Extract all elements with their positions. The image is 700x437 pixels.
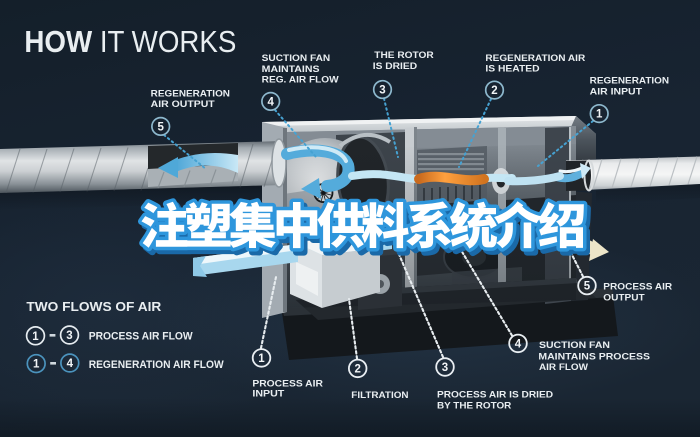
svg-text:SUCTION FAN: SUCTION FAN: [539, 339, 610, 350]
svg-text:REGENERATION: REGENERATION: [590, 75, 670, 86]
svg-text:HOW IT WORKS: HOW IT WORKS: [24, 26, 236, 59]
svg-text:IS HEATED: IS HEATED: [485, 62, 539, 73]
svg-text:PROCESS AIR: PROCESS AIR: [252, 378, 323, 389]
svg-text:1: 1: [33, 359, 40, 371]
svg-text:REGENERATION AIR: REGENERATION AIR: [485, 52, 585, 63]
svg-text:REGENERATION: REGENERATION: [151, 88, 231, 99]
svg-text:AIR OUTPUT: AIR OUTPUT: [151, 98, 215, 109]
svg-text:BY THE ROTOR: BY THE ROTOR: [437, 399, 512, 410]
svg-text:REG. AIR FLOW: REG. AIR FLOW: [262, 74, 339, 85]
svg-text:PROCESS AIR FLOW: PROCESS AIR FLOW: [89, 330, 194, 342]
svg-text:MAINTAINS PROCESS: MAINTAINS PROCESS: [538, 351, 650, 362]
svg-text:IS DRIED: IS DRIED: [373, 60, 418, 71]
svg-text:PROCESS AIR IS DRIED: PROCESS AIR IS DRIED: [437, 388, 553, 399]
svg-text:AIR INPUT: AIR INPUT: [590, 85, 643, 96]
svg-text:4: 4: [267, 97, 274, 109]
svg-text:2: 2: [491, 85, 497, 97]
svg-text:5: 5: [584, 281, 591, 293]
svg-text:3: 3: [379, 85, 385, 97]
svg-text:1: 1: [596, 109, 603, 121]
svg-text:3: 3: [442, 362, 448, 374]
svg-text:INPUT: INPUT: [252, 388, 284, 399]
svg-text:AIR FLOW: AIR FLOW: [539, 361, 588, 372]
svg-text:4: 4: [515, 339, 522, 351]
svg-text:REGENERATION AIR FLOW: REGENERATION AIR FLOW: [89, 359, 225, 371]
svg-text:2: 2: [354, 364, 360, 376]
svg-text:OUTPUT: OUTPUT: [603, 291, 645, 302]
svg-text:FILTRATION: FILTRATION: [351, 389, 408, 400]
svg-text:THE ROTOR: THE ROTOR: [374, 49, 434, 60]
svg-text:PROCESS AIR: PROCESS AIR: [603, 280, 672, 291]
svg-text:SUCTION FAN: SUCTION FAN: [262, 52, 331, 63]
svg-text:4: 4: [67, 358, 74, 370]
svg-text:5: 5: [157, 122, 164, 134]
svg-text:TWO FLOWS OF AIR: TWO FLOWS OF AIR: [26, 299, 161, 314]
svg-text:3: 3: [66, 330, 72, 342]
svg-text:MAINTAINS: MAINTAINS: [262, 63, 320, 74]
svg-text:1: 1: [32, 331, 39, 343]
svg-text:1: 1: [258, 353, 265, 365]
